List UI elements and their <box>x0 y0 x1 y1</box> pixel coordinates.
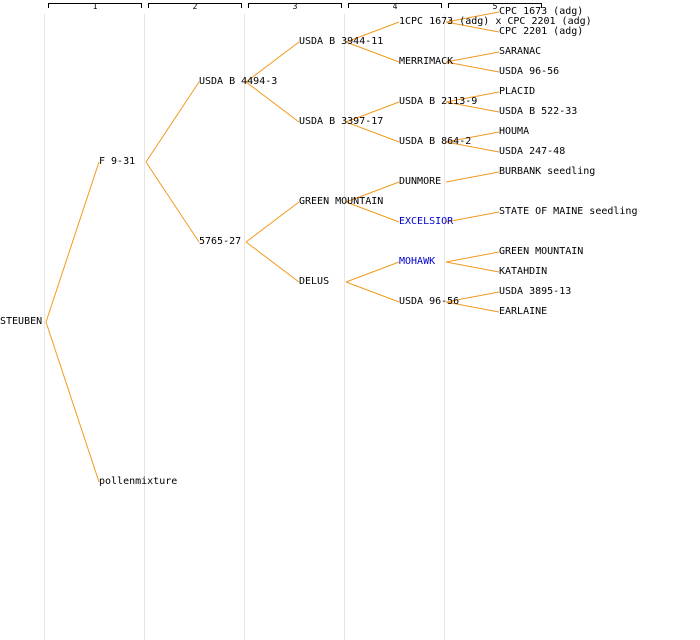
edge-n4-n8 <box>245 241 300 283</box>
generation-bar <box>48 3 142 8</box>
edge-n0-n1 <box>45 161 100 323</box>
node-placid: PLACID <box>499 86 536 97</box>
edge-n5-n10 <box>345 41 400 63</box>
edge-n10-n20 <box>445 61 500 73</box>
edge-n12-n23 <box>445 131 500 143</box>
node-saranac: SARANAC <box>499 46 542 57</box>
generation-header-1: 1 <box>48 0 142 14</box>
generation-bar <box>248 3 342 8</box>
edge-n16-n30 <box>445 301 500 313</box>
column-divider <box>444 14 445 640</box>
node-usda-b-522-33: USDA B 522-33 <box>499 106 578 117</box>
node-steuben: STEUBEN <box>0 316 43 327</box>
node-usda-b-3397-17: USDA B 3397-17 <box>299 116 384 127</box>
node-usda-b-864-2: USDA B 864-2 <box>399 136 472 147</box>
column-divider <box>244 14 245 640</box>
node-mohawk-link[interactable]: MOHAWK <box>399 256 436 267</box>
generation-number: 5 <box>492 2 498 11</box>
edge-n16-n29 <box>445 291 500 303</box>
edge-n9-n18 <box>445 21 500 33</box>
node-usda-247-48: USDA 247-48 <box>499 146 566 157</box>
edge-n8-n15 <box>345 261 400 283</box>
generation-header-3: 3 <box>248 0 342 14</box>
generation-bar <box>448 3 542 8</box>
node-earlaine: EARLAINE <box>499 306 548 317</box>
node-dunmore: DUNMORE <box>399 176 442 187</box>
edge-n6-n12 <box>345 121 400 143</box>
edge-n5-n9 <box>345 21 400 43</box>
edge-n15-n28 <box>445 261 500 273</box>
column-divider <box>344 14 345 640</box>
edge-n13-n25 <box>445 171 500 183</box>
edge-n6-n11 <box>345 101 400 123</box>
edge-n3-n6 <box>245 81 300 123</box>
column-divider <box>144 14 145 640</box>
generation-number: 3 <box>292 2 298 11</box>
edge-n7-n14 <box>345 201 400 223</box>
edge-n0-n2 <box>45 321 100 483</box>
generation-number: 4 <box>392 2 398 11</box>
node-merrimack: MERRIMACK <box>399 56 454 67</box>
node-usda-96-56: USDA 96-56 <box>399 296 460 307</box>
edge-n14-n26 <box>445 211 500 223</box>
node-usda-b-3944-11: USDA B 3944-11 <box>299 36 384 47</box>
edge-n9-n17 <box>445 11 500 23</box>
node-usda-3895-13: USDA 3895-13 <box>499 286 572 297</box>
edge-n1-n4 <box>145 161 200 243</box>
node-burbank-seedling: BURBANK seedling <box>499 166 596 177</box>
edge-n11-n21 <box>445 91 500 103</box>
edge-n11-n22 <box>445 101 500 113</box>
node-houma: HOUMA <box>499 126 530 137</box>
edge-n12-n24 <box>445 141 500 153</box>
node-5765-27: 5765-27 <box>199 236 242 247</box>
node-cpc-1673: CPC 1673 (adg) <box>499 6 584 17</box>
node-excelsior-link[interactable]: EXCELSIOR <box>399 216 454 227</box>
node-f-9-31: F 9-31 <box>99 156 136 167</box>
node-green-mountain-b: GREEN MOUNTAIN <box>499 246 584 257</box>
edge-n10-n19 <box>445 51 500 63</box>
edge-n3-n5 <box>245 41 300 83</box>
generation-number: 1 <box>92 2 98 11</box>
column-divider <box>44 14 45 640</box>
edge-n1-n3 <box>145 81 200 163</box>
generation-number: 2 <box>192 2 198 11</box>
node-cpc-2201: CPC 2201 (adg) <box>499 26 584 37</box>
generation-header-2: 2 <box>148 0 242 14</box>
edge-n15-n27 <box>445 251 500 263</box>
node-pollenmixture: pollenmixture <box>99 476 178 487</box>
generation-header-5: 5 <box>448 0 542 14</box>
generation-header-4: 4 <box>348 0 442 14</box>
node-usda-96-56-b: USDA 96-56 <box>499 66 560 77</box>
generation-bar <box>148 3 242 8</box>
node-usda-b-4494-3: USDA B 4494-3 <box>199 76 278 87</box>
edge-n4-n7 <box>245 201 300 243</box>
node-cpc-cross: 1CPC 1673 (adg) x CPC 2201 (adg) <box>399 16 592 27</box>
edge-n7-n13 <box>345 181 400 203</box>
node-delus: DELUS <box>299 276 330 287</box>
node-usda-b-2113-9: USDA B 2113-9 <box>399 96 478 107</box>
node-green-mountain: GREEN MOUNTAIN <box>299 196 384 207</box>
node-katahdin: KATAHDIN <box>499 266 548 277</box>
edge-n8-n16 <box>345 281 400 303</box>
generation-bar <box>348 3 442 8</box>
node-state-of-maine-seedling: STATE OF MAINE seedling <box>499 206 638 217</box>
